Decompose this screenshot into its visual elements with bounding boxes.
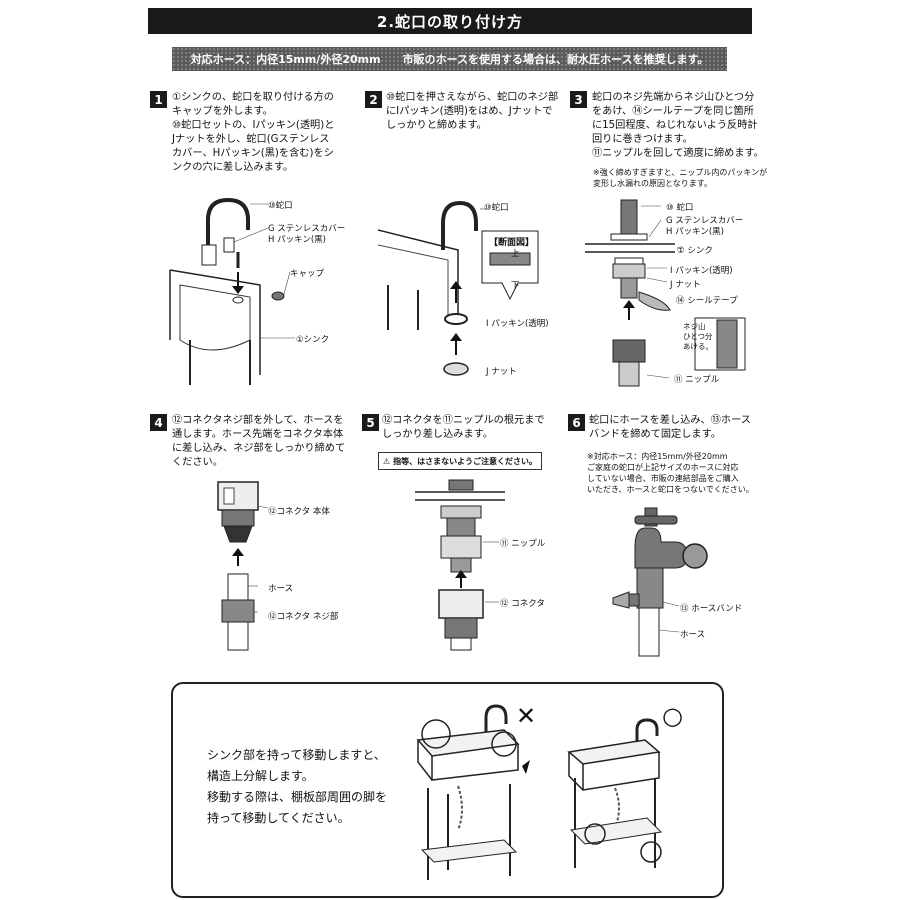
step-3-sink-label: ① シンク [677,246,713,256]
step-4-illustration [217,481,269,651]
step-5-nipple-label: ⑪ ニップル [500,539,546,549]
step-1-number: 1 [150,91,167,108]
step-1-sink-label: ①シンク [296,335,330,345]
step-6-hose-label: ホース [680,630,706,640]
step-2-text: ⑩蛇口を押さえながら、蛇口のネジ部 にIパッキン(透明)をはめ、Jナットで しっ… [386,92,559,131]
step-6-text: 蛇口にホースを差し込み、⑬ホース バンドを締めて固定します。 [589,415,751,440]
step-3-nut-label: J ナット [670,280,701,290]
step-3-nipple-label: ⑪ ニップル [674,375,720,385]
wrong-carry-illustration [416,704,530,880]
right-carry-illustration [567,718,663,868]
step-2-bottom-label: 下 [511,281,520,291]
step-3-illustration [585,199,746,387]
step-4-number: 4 [150,414,167,431]
hose-notice-bar: 対応ホース：内径15mm/外径20mm 市販のホースを使用する場合は、耐水圧ホー… [172,47,727,71]
step-2-packing-label: I パッキン(透明) [486,319,549,329]
step-5-text: ⑫コネクタを⑪ニップルの根元まで しっかり差し込みます。 [382,415,545,440]
step-5-illustration [415,479,505,651]
step-3-packing-h-label: H パッキン(黒) [666,227,724,237]
step-1-text: ①シンクの、蛇口を取り付ける方の キャップを外します。 ⑩蛇口セットの、Iパッキ… [172,92,335,173]
step-4-hose-label: ホース [268,584,294,594]
step-3-text: 蛇口のネジ先端からネジ山ひとつ分 をあけ、⑭シールテープを同じ箇所 に15回程度… [592,92,764,159]
step-6-number: 6 [568,414,585,431]
step-3-number: 3 [570,91,587,108]
step-2-number: 2 [365,91,382,108]
step-4-screw-label: ⑫コネクタ ネジ部 [268,612,339,622]
step-2-faucet-label: ⑩蛇口 [484,203,509,213]
step-2-illustration [377,200,539,376]
step-3-thread-label: ネジ山 ひとつ分 あける。 [683,322,713,351]
step-2-nut-label: J ナット [486,367,517,377]
moving-caution-text: シンク部を持って移動しますと、 構造上分解します。 移動する際は、棚板部周囲の脚… [207,748,388,825]
step-3-packing-i-label: I パッキン(透明) [670,266,733,276]
step-2-top-label: 上 [511,249,520,259]
step-3-cover-label: G ステンレスカバー [666,216,744,226]
right-mark-icon: ○ [662,702,683,730]
step-5-warning: ⚠指等、はさまないようご注意ください。 [378,452,542,470]
page-title: 2.蛇口の取り付け方 [148,8,752,34]
wrong-mark-icon: ✕ [516,702,537,730]
step-1-cap-label: キャップ [290,269,325,279]
hose-advice: 市販のホースを使用する場合は、耐水圧ホースを推奨します。 [402,53,709,66]
warning-text: 指等、はさまないようご注意ください。 [393,456,537,466]
step-4-text: ⑫コネクタネジ部を外して、ホースを 通します。ホース先端をコネクタ本体 に差し込… [172,415,346,468]
warning-icon: ⚠ [382,456,391,466]
title-text: 2.蛇口の取り付け方 [376,12,524,31]
step-4-body-label: ⑫コネクタ 本体 [268,507,330,517]
moving-caution-box [171,682,724,898]
step-2-section-label: 【断面図】 [489,238,535,248]
hose-spec: 対応ホース：内径15mm/外径20mm [190,53,381,66]
step-3-faucet-label: ⑩ 蛇口 [666,203,694,213]
step-6-band-label: ⑬ ホースバンド [680,604,743,614]
step-1-illustration [169,197,295,385]
step-1-faucet-label: ⑩蛇口 [268,201,293,211]
step-6-note: ※対応ホース：内径15mm/外径20mm ご家庭の蛇口が上記サイズのホースに対応… [587,452,754,494]
step-3-note: ※強く締めすぎますと、ニップル内のパッキンが 変形し水漏れの原因となります。 [593,168,768,188]
step-5-connector-label: ⑫ コネクタ [500,599,545,609]
step-6-illustration [612,507,708,657]
step-5-number: 5 [362,414,379,431]
step-1-packing-label: H パッキン(黒) [268,235,326,245]
step-3-tape-label: ⑭ シールテープ [676,296,738,306]
step-1-cover-label: G ステンレスカバー [268,224,346,234]
